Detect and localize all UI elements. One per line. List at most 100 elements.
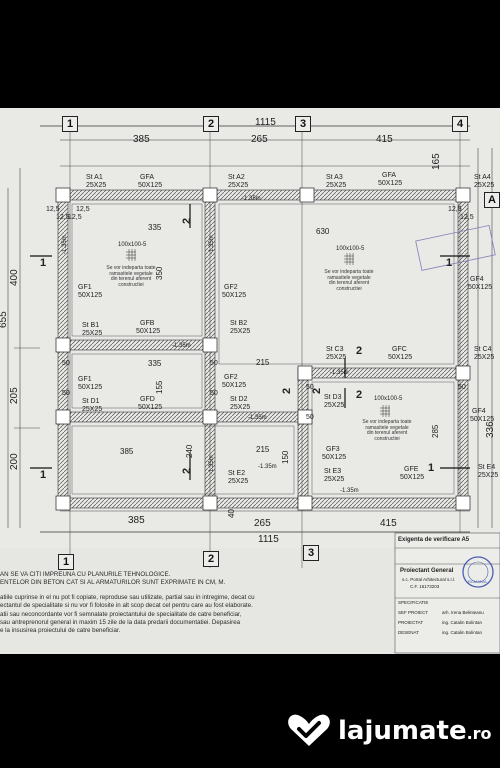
note-line: e la insusirea proiectului de catre bene… — [0, 627, 121, 635]
designer-label: Proiectant General — [400, 568, 454, 574]
stamp-row-label: SPECIFICATIE — [398, 600, 429, 605]
footing-label: GF2 — [224, 284, 238, 291]
dimension-label: 50 — [210, 390, 218, 397]
dimension-label: 205 — [9, 387, 20, 404]
pad-label: 100x100-5 — [374, 396, 403, 402]
footing-label: GF1 — [78, 376, 92, 383]
watermark-text: lajumate.ro — [338, 716, 492, 746]
footing-label: 50X125 — [138, 182, 163, 189]
dimension-label: 200 — [9, 453, 20, 470]
note-line: AN SE VA CITI IMPREUNA CU PLANURILE TEHN… — [0, 571, 171, 578]
dimension-label: 1115 — [258, 534, 279, 545]
column-label: 25X25 — [326, 354, 347, 361]
column-label: 25X25 — [474, 354, 495, 361]
footing-label: 50X125 — [78, 384, 103, 391]
footing-label: GF3 — [326, 446, 340, 453]
dimension-label: 215 — [256, 445, 270, 454]
footing-label: 50X125 — [322, 454, 347, 461]
axis-label: 3 — [303, 545, 319, 561]
dimension-label: 265 — [254, 518, 271, 529]
column-label: St A4 — [474, 174, 491, 181]
footing-label: GFC — [392, 346, 407, 353]
section-marker: 1 — [40, 257, 47, 269]
column-label: 25X25 — [474, 182, 495, 189]
level-label: -1.35m — [209, 455, 215, 474]
dimension-label: 40 — [227, 509, 236, 518]
level-label: -1.35m — [258, 464, 277, 470]
dimension-label: 1115 — [255, 117, 276, 128]
footing-label: GFB — [140, 320, 155, 327]
heart-check-icon — [288, 714, 330, 746]
footing-label: GFA — [382, 172, 397, 179]
column-label: St E3 — [324, 468, 342, 475]
dimension-label: 265 — [251, 134, 268, 145]
note-line: ectantul de specialitate si nu vor fi fo… — [0, 602, 253, 610]
section-marker: 1 — [446, 257, 453, 269]
pad-label: 100x100-5 — [118, 242, 147, 248]
dimension-label: 400 — [9, 269, 20, 286]
dimension-label: 12,5 — [68, 214, 82, 221]
axis-label: A — [484, 192, 500, 208]
footing-label: 50X125 — [222, 382, 247, 389]
section-marker: 2 — [181, 467, 193, 474]
column-label: St C4 — [474, 346, 492, 353]
column-label: 25X25 — [86, 182, 107, 189]
dimension-label: 50 — [458, 384, 466, 391]
column-label: 25X25 — [324, 476, 345, 483]
column-label: St E2 — [228, 470, 246, 477]
section-marker: 1 — [40, 469, 47, 481]
footing-label: 50X125 — [470, 416, 495, 423]
level-label: -1.35m — [62, 235, 68, 254]
stamp-name: ing. Catalin Bolintan — [442, 620, 483, 625]
dimension-label: 415 — [380, 518, 397, 529]
column-label: St A1 — [86, 174, 103, 181]
footing-label: 50X125 — [78, 292, 103, 299]
dimension-label: 385 — [120, 447, 134, 456]
dimension-label: 50 — [62, 390, 70, 397]
dimension-label: 336 — [485, 421, 496, 438]
footing-label: 50X125 — [222, 292, 247, 299]
dimension-label: 12,5 — [448, 206, 462, 213]
note-line: sau antreprenorul general in maxim 15 zi… — [0, 619, 241, 627]
footing-label: GF4 — [472, 408, 486, 415]
section-marker: 2 — [281, 387, 293, 394]
footing-label: 50X125 — [378, 180, 403, 187]
section-marker: 2 — [356, 389, 363, 401]
dimension-label: 50 — [210, 360, 218, 367]
stamp-row-label: PROIECTAT — [398, 620, 424, 625]
company-label: s.c. Portal Arhitectural s.r.l. — [402, 577, 456, 582]
verification-label: Exigenta de verificare A5 — [398, 537, 470, 543]
dimension-label: 335 — [148, 359, 162, 368]
column-label: 25X25 — [230, 404, 251, 411]
column-label: St A2 — [228, 174, 245, 181]
dimension-label: 12,5 — [76, 206, 90, 213]
footing-label: GF4 — [470, 276, 484, 283]
column-label: 25X25 — [324, 402, 345, 409]
section-marker: 2 — [356, 345, 363, 357]
dimension-label: 385 — [128, 515, 145, 526]
dimension-label: 215 — [256, 358, 270, 367]
dimension-label: 155 — [155, 380, 164, 394]
footing-label: GFD — [140, 396, 155, 403]
dimension-label: 50 — [62, 360, 70, 367]
footing-label: GF1 — [78, 284, 92, 291]
footing-label: GFA — [140, 174, 155, 181]
drawing-notes: AN SE VA CITI IMPREUNA CU PLANURILE TEHN… — [0, 571, 270, 636]
column-label: 25X25 — [82, 406, 103, 413]
dimension-label: 415 — [376, 134, 393, 145]
axis-label: 2 — [203, 551, 219, 567]
axis-label: 2 — [203, 116, 219, 132]
footing-label: 50X125 — [400, 474, 425, 481]
lajumate-watermark: lajumate.ro — [286, 710, 492, 750]
footing-label: GFE — [404, 466, 419, 473]
dimension-label: 12,5 — [460, 214, 474, 221]
section-marker: 2 — [311, 387, 323, 394]
section-marker: 2 — [181, 217, 193, 224]
foundation-plan-drawing — [0, 108, 500, 654]
column-label: St E4 — [478, 464, 496, 471]
column-label: St C3 — [326, 346, 344, 353]
dimension-label: 335 — [148, 223, 162, 232]
column-label: St D1 — [82, 398, 100, 405]
dimension-label: 655 — [0, 311, 9, 328]
